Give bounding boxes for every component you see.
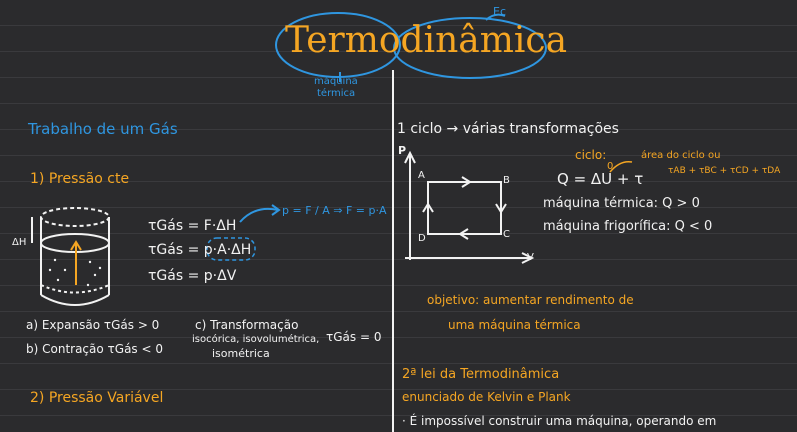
isochoric-names: isocórica, isovolumétrica, [192,334,320,345]
area-note-2: τAB + τBC + τCD + τDA [668,166,781,176]
p2-title: 2) Pressão Variável [30,390,164,406]
a-dh-highlight [206,237,256,261]
graph-point-a: A [418,170,425,181]
eq-work-pressure-area: τGás = p·A·ΔH [148,242,252,258]
maquina-annotation-2: térmica [317,88,356,99]
graph-v-axis-label: V [527,252,534,263]
graph-point-c: C [503,229,510,240]
graph-point-d: D [418,233,426,244]
section-title-work: Trabalho de um Gás [28,120,178,138]
pv-graph [404,150,535,264]
heat-engine-condition: máquina térmica: Q > 0 [543,196,700,211]
cycle-label: ciclo: [575,148,607,162]
objective-line-1: objetivo: aumentar rendimento de [427,293,634,307]
area-note-1: área do ciclo ou [641,150,721,161]
pressure-definition: p = F / A ⇒ F = p·A [282,204,387,217]
isometric-name: isométrica [212,347,270,360]
title-part-1: Termo [285,20,401,61]
area-arrow [609,160,633,173]
refrigerator-condition: máquina frigorífica: Q < 0 [543,219,713,234]
eq-work-force: τGás = F·ΔH [148,218,237,234]
eq-work-pressure-volume: τGás = p·ΔV [148,268,237,284]
second-law-title: 2ª lei da Termodinâmica [402,367,560,382]
contraction-case: b) Contração τGás < 0 [26,342,163,356]
expansion-case: a) Expansão τGás > 0 [26,318,160,332]
pressure-arrow [239,207,279,223]
graph-point-b: B [503,175,510,186]
kelvin-planck-title: enunciado de Kelvin e Plank [402,390,571,404]
isochoric-title: c) Transformação [195,318,299,332]
objective-line-2: uma máquina térmica [448,318,581,332]
ec-annotation: Ec [493,5,506,18]
title-part-2: dinâmica [400,20,568,61]
p1-title: 1) Pressão cte [30,171,130,187]
title-ellipse-left [275,12,401,78]
ec-pointer [485,13,506,21]
page-title: Termodinâmica [285,20,567,61]
kelvin-statement: · É impossível construir uma máquina, op… [402,414,717,428]
cycle-heading: 1 ciclo → várias transformações [397,121,619,137]
graph-p-axis-label: P [398,144,407,157]
isochoric-result: τGás = 0 [326,330,382,344]
delta-u-zero: 0 [607,161,614,172]
first-law-equation: Q = ΔU + τ [557,170,644,188]
title-ellipse-right [393,17,547,79]
delta-h-label: ΔH [12,237,27,248]
maquina-annotation-1: máquina [314,76,358,87]
gas-cylinder [31,207,110,306]
